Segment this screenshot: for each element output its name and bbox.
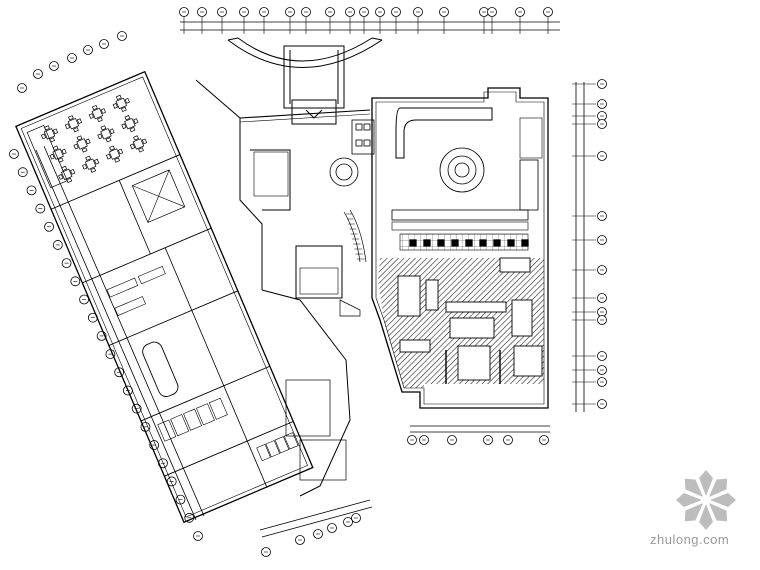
left-wing <box>15 70 314 524</box>
connector <box>195 79 351 497</box>
watermark-text: zhulong.com <box>650 532 730 547</box>
right-grid-bubbles <box>597 79 607 409</box>
left-grid-bubbles <box>9 149 203 541</box>
top-grid-bubbles <box>179 7 553 17</box>
central-staircase <box>295 209 367 317</box>
bottom-dimension-line <box>259 425 550 538</box>
lobby <box>239 109 375 187</box>
kitchen-equipment <box>397 257 543 384</box>
right-wing <box>371 87 549 409</box>
left-top-grid-bubbles <box>17 31 127 93</box>
top-dimension-line <box>180 17 560 34</box>
bottom-grid-bubbles <box>261 435 549 557</box>
right-dimension-line <box>572 82 596 412</box>
watermark-logo <box>676 470 736 530</box>
left-dimension-line <box>35 145 205 521</box>
